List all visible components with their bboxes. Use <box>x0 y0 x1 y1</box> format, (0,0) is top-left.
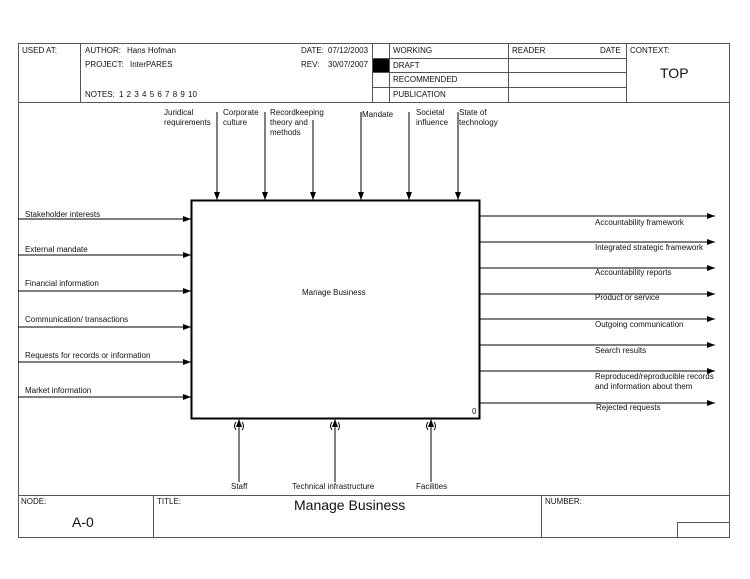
output-label: Search results <box>595 346 647 355</box>
output-label: Outgoing communication <box>595 320 684 329</box>
control-label: Societal influence <box>416 108 449 127</box>
mechanism-label: Staff <box>231 482 248 491</box>
input-label: Communication/ transactions <box>25 315 129 324</box>
activity-number: 0 <box>472 407 477 416</box>
output-label: Accountability reports <box>595 268 672 277</box>
status-working: WORKING <box>393 46 433 55</box>
reader-label: READER <box>512 46 546 55</box>
mechanism-label: Facilities <box>416 482 448 491</box>
used-at-label: USED AT: <box>22 46 57 55</box>
notes-label: NOTES: <box>85 90 115 99</box>
context-value: TOP <box>660 65 689 81</box>
date-label: DATE: <box>301 46 324 55</box>
control-arrows <box>214 112 461 200</box>
notes-value: 1 2 3 4 5 6 7 8 9 10 <box>119 90 197 99</box>
activity-box <box>190 199 481 420</box>
mechanism-label: Technical infrastructure <box>292 482 375 491</box>
output-label: Accountability framework <box>595 218 684 227</box>
output-arrows <box>479 213 715 406</box>
node-label: NODE: <box>21 497 47 506</box>
mechanism-arrows <box>236 419 434 482</box>
input-label: External mandate <box>25 245 88 254</box>
control-label: Corporate culture <box>223 108 259 127</box>
draft-status-marker <box>373 59 389 72</box>
input-label: Financial information <box>25 279 99 288</box>
tunnel-marks <box>234 421 436 431</box>
output-label: Reproduced/reproducible records and info… <box>595 372 714 391</box>
control-label: State of technology <box>459 108 498 127</box>
control-label: Recordkeeping theory and methods <box>270 108 324 137</box>
date-value: 07/12/2003 <box>328 46 369 55</box>
author-value: Hans Hofman <box>127 46 176 55</box>
rev-label: REV: <box>301 60 320 69</box>
node-value: A-0 <box>72 514 94 530</box>
input-label: Requests for records or information <box>25 351 151 360</box>
number-label: NUMBER: <box>545 497 582 506</box>
input-label: Stakeholder interests <box>25 210 101 219</box>
title-label: TITLE: <box>157 497 182 506</box>
control-label: Juridical requirements <box>164 108 211 127</box>
reader-date-label: DATE <box>600 46 621 55</box>
input-arrows <box>18 216 191 400</box>
output-label: Integrated strategic framework <box>595 243 704 252</box>
input-label: Market information <box>25 386 92 395</box>
context-label: CONTEXT: <box>630 46 670 55</box>
output-label: Product or service <box>595 293 660 302</box>
status-draft: DRAFT <box>393 61 420 70</box>
project-value: InterPARES <box>130 60 173 69</box>
project-label: PROJECT: <box>85 60 124 69</box>
control-label: Mandate <box>362 110 394 119</box>
status-recommended: RECOMMENDED <box>393 75 458 84</box>
diagram-title: Manage Business <box>294 497 406 513</box>
frame <box>18 43 730 538</box>
author-label: AUTHOR: <box>85 46 121 55</box>
activity-name: Manage Business <box>302 288 366 297</box>
status-publication: PUBLICATION <box>393 90 446 99</box>
output-label: Rejected requests <box>596 403 661 412</box>
rev-value: 30/07/2007 <box>328 60 369 69</box>
